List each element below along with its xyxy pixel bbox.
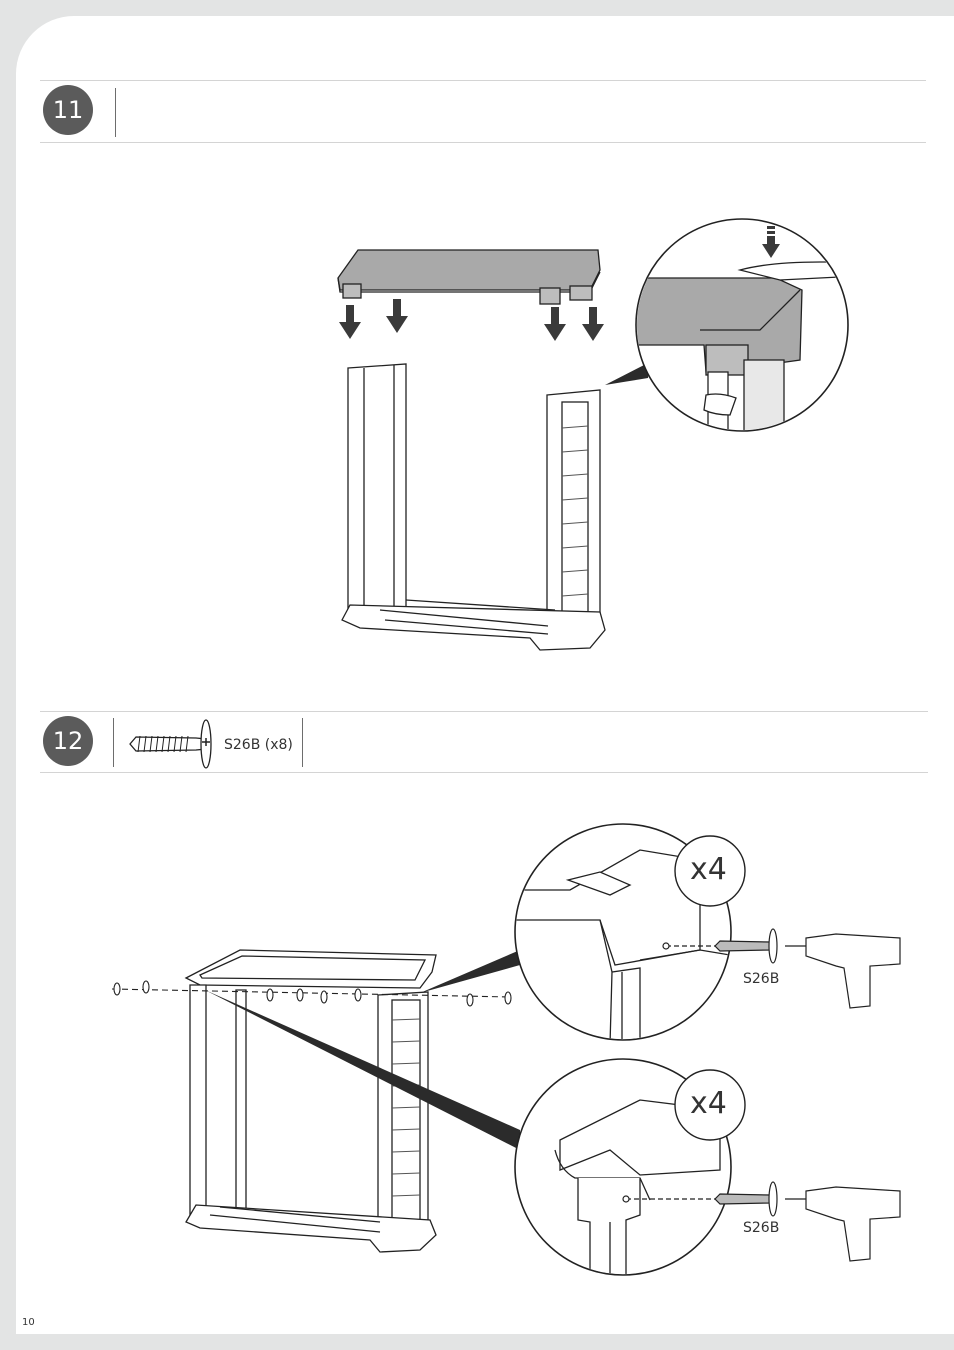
screw-label-top: S26B: [743, 971, 779, 987]
multiplier-bottom-text: x4: [690, 1086, 727, 1121]
multiplier-top-text: x4: [690, 852, 727, 887]
zoom-wedge-bottom: [205, 990, 520, 1150]
screw-label-bottom: S26B: [743, 1220, 779, 1236]
rack-left-post: [190, 985, 206, 1220]
page-number: 10: [22, 1317, 35, 1328]
step-12-illustration: [0, 0, 954, 1300]
